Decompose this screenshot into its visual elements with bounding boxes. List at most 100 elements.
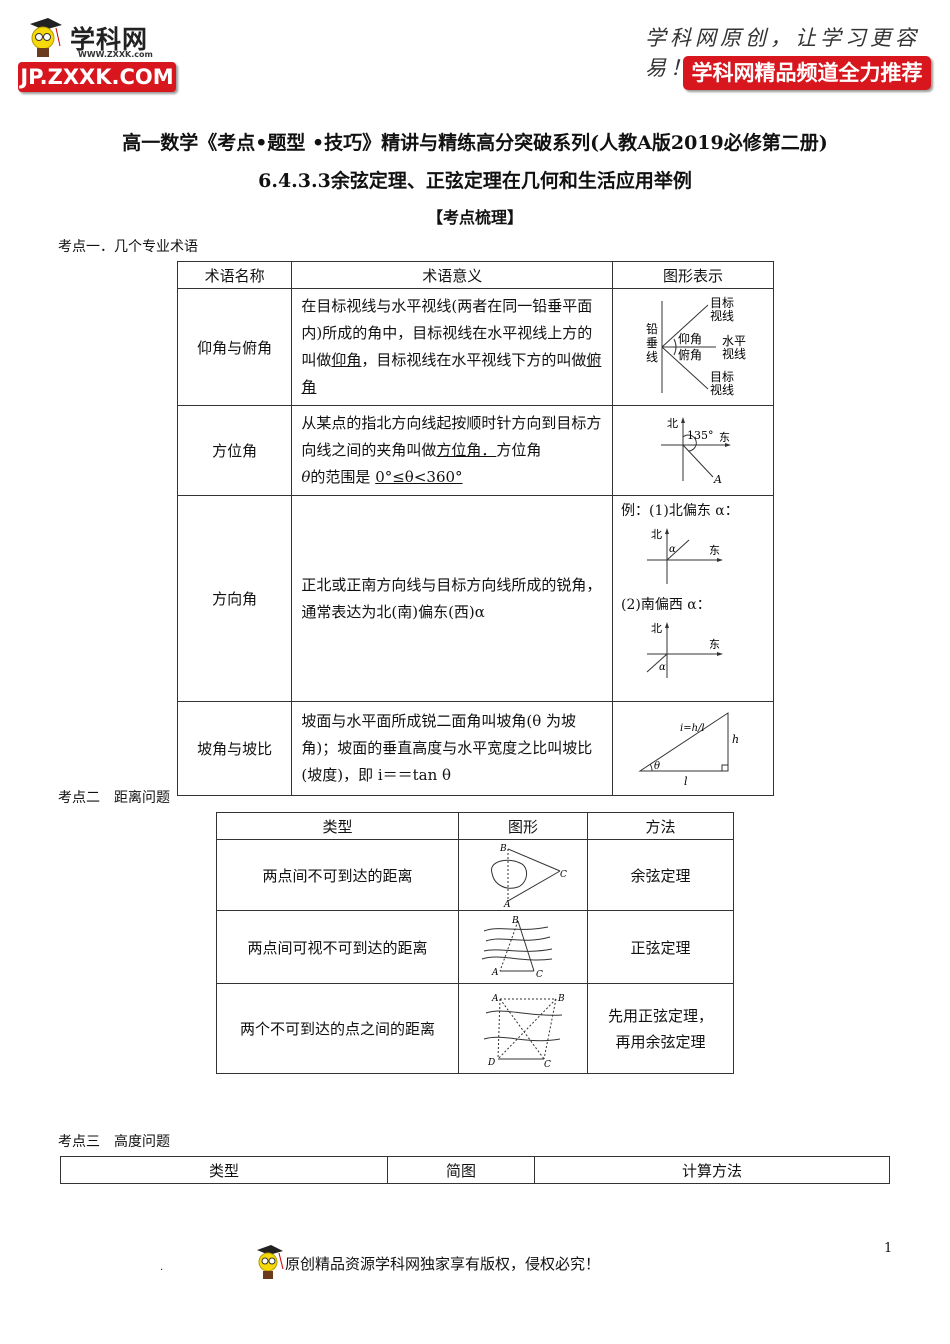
svg-text:垂: 垂 xyxy=(646,336,658,350)
svg-text:135°: 135° xyxy=(687,429,714,442)
azimuth-diagram-icon: 北 135° 东 A xyxy=(661,416,732,486)
distance-figure: B A C xyxy=(458,910,588,984)
term-name: 方向角 xyxy=(176,495,293,702)
section-heading: 【考点梳理】 xyxy=(426,208,523,227)
svg-text:视线: 视线 xyxy=(710,308,734,323)
distance-table: 类型 图形 方法 两点间不可到达的距离 B C A 余弦定理 两点间可视不可到达… xyxy=(216,812,734,1074)
south-west-diagram-icon: 北α东 xyxy=(646,622,724,678)
promo-banner[interactable]: 学科网精品频道全力推荐 xyxy=(683,56,931,90)
distance-figure: B C A xyxy=(458,839,588,911)
svg-text:东: 东 xyxy=(709,638,720,651)
height-table: 类型 简图 计算方法 xyxy=(60,1156,890,1184)
mascot-icon xyxy=(257,1245,284,1279)
river-diagram-icon: B A C xyxy=(481,916,553,979)
distance-method: 先用正弦定理， 再用余弦定理 xyxy=(587,983,734,1074)
term-description: 正北或正南方向线与目标方向线所成的锐角，通常表达为北(南)偏东(西)α xyxy=(291,495,614,702)
document-title: 高一数学《考点•题型 •技巧》精讲与精练高分突破系列(人教A版2019必修第二册… xyxy=(122,132,828,154)
column-header: 图形表示 xyxy=(612,261,774,289)
svg-text:目标: 目标 xyxy=(710,370,734,384)
distance-figure: A B D C xyxy=(458,983,588,1074)
svg-text:B: B xyxy=(557,994,565,1004)
svg-text:视线: 视线 xyxy=(722,346,746,361)
svg-text:线: 线 xyxy=(646,350,658,364)
table-header-row: 类型 图形 方法 xyxy=(216,812,734,840)
distance-method: 正弦定理 xyxy=(587,910,734,984)
term-highlight: 俯角 xyxy=(301,351,602,396)
svg-text:h: h xyxy=(732,733,739,746)
svg-text:C: C xyxy=(544,1060,551,1067)
copyright-note: 原创精品资源学科网独家享有版权，侵权必究！ xyxy=(285,1255,601,1273)
column-header: 类型 xyxy=(60,1156,388,1184)
term-highlight: 仰角 xyxy=(331,351,362,369)
table-row: 两点间可视不可到达的距离 B A C 正弦定理 xyxy=(216,910,734,984)
svg-text:北: 北 xyxy=(651,528,662,541)
svg-text:θ: θ xyxy=(654,761,660,772)
svg-text:A: A xyxy=(491,994,499,1004)
mascot-icon xyxy=(30,18,62,57)
svg-text:A: A xyxy=(713,473,722,486)
table-row: 两点间不可到达的距离 B C A 余弦定理 xyxy=(216,839,734,911)
svg-text:A: A xyxy=(503,900,511,907)
column-header: 计算方法 xyxy=(534,1156,890,1184)
section2-heading: 考点二 距离问题 xyxy=(58,790,170,806)
distance-type: 两个不可到达的点之间的距离 xyxy=(216,983,459,1074)
svg-text:视线: 视线 xyxy=(710,382,734,397)
svg-text:i=h/l: i=h/l xyxy=(680,723,705,734)
term-description: 坡面与水平面所成锐二面角叫坡角(θ 为坡角)；坡面的垂直高度与水平宽度之比叫坡比… xyxy=(291,701,614,796)
site-logo[interactable]: 学科网 WWW.ZXXK.com JP.ZXXK.COM xyxy=(18,14,183,96)
example-label: 例：(1)北偏东 α： xyxy=(621,503,739,519)
section3-heading: 考点三 高度问题 xyxy=(58,1134,170,1150)
svg-text:C: C xyxy=(536,970,543,979)
section1-heading: 考点一．几个专业术语 xyxy=(58,239,198,255)
column-header: 术语名称 xyxy=(176,261,293,289)
table-row: 仰角与俯角 在目标视线与水平视线(两者在同一铅垂平面内)所成的角中，目标视线在水… xyxy=(176,288,774,406)
term-highlight: 方位角． xyxy=(436,441,497,459)
table-row: 方向角 正北或正南方向线与目标方向线所成的锐角，通常表达为北(南)偏东(西)α … xyxy=(176,495,774,702)
svg-text:D: D xyxy=(487,1058,495,1067)
svg-text:东: 东 xyxy=(719,431,730,444)
logo-url: WWW.ZXXK.com xyxy=(78,50,153,59)
lake-diagram-icon: B C A xyxy=(491,844,567,907)
svg-text:铅: 铅 xyxy=(646,322,658,336)
table-row: 两个不可到达的点之间的距离 A B D C 先用正弦定理， 再用余弦定理 xyxy=(216,983,734,1074)
svg-text:l: l xyxy=(684,775,688,788)
svg-text:水平: 水平 xyxy=(722,334,746,348)
table-row: 坡角与坡比 坡面与水平面所成锐二面角叫坡角(θ 为坡角)；坡面的垂直高度与水平宽… xyxy=(176,701,774,796)
distance-type: 两点间不可到达的距离 xyxy=(216,839,459,911)
term-name: 仰角与俯角 xyxy=(176,288,293,406)
column-header: 术语意义 xyxy=(291,261,614,289)
two-points-diagram-icon: A B D C xyxy=(483,994,565,1067)
svg-text:仰角: 仰角 xyxy=(678,331,702,346)
svg-text:北: 北 xyxy=(651,622,662,635)
term-name: 方位角 xyxy=(176,405,293,496)
svg-text:C: C xyxy=(560,870,567,880)
svg-text:B: B xyxy=(511,916,519,926)
azimuth-figure: 北 135° 东 A xyxy=(612,405,774,496)
range-value: 0°≤θ<360° xyxy=(375,468,463,486)
distance-type: 两点间可视不可到达的距离 xyxy=(216,910,459,984)
column-header: 图形 xyxy=(458,812,588,840)
svg-text:俯角: 俯角 xyxy=(678,347,702,362)
table-header-row: 术语名称 术语意义 图形表示 xyxy=(176,261,774,289)
svg-text:B: B xyxy=(499,844,507,854)
example-label: (2)南偏西 α： xyxy=(621,597,711,613)
term-description: 在目标视线与水平视线(两者在同一铅垂平面内)所成的角中，目标视线在水平视线上方的… xyxy=(291,288,614,406)
slope-figure: i=h/l h θ l xyxy=(612,701,774,796)
svg-text:东: 东 xyxy=(709,544,720,557)
svg-text:北: 北 xyxy=(667,417,678,430)
logo-name: 学科网 xyxy=(70,25,149,54)
distance-method: 余弦定理 xyxy=(587,839,734,911)
terms-table: 术语名称 术语意义 图形表示 仰角与俯角 在目标视线与水平视线(两者在同一铅垂平… xyxy=(176,261,774,796)
column-header: 方法 xyxy=(587,812,734,840)
term-name: 坡角与坡比 xyxy=(176,701,293,796)
document-subtitle: 6.4.3.3余弦定理、正弦定理在几何和生活应用举例 xyxy=(258,170,692,192)
table-row: 方位角 从某点的指北方向线起按顺时针方向到目标方向线之间的夹角叫做方位角．方位角… xyxy=(176,405,774,496)
column-header: 类型 xyxy=(216,812,459,840)
svg-text:A: A xyxy=(491,968,499,978)
logo-badge: JP.ZXXK.COM xyxy=(18,62,176,92)
svg-text:α: α xyxy=(669,544,676,555)
table-header-row: 类型 简图 计算方法 xyxy=(60,1156,890,1184)
